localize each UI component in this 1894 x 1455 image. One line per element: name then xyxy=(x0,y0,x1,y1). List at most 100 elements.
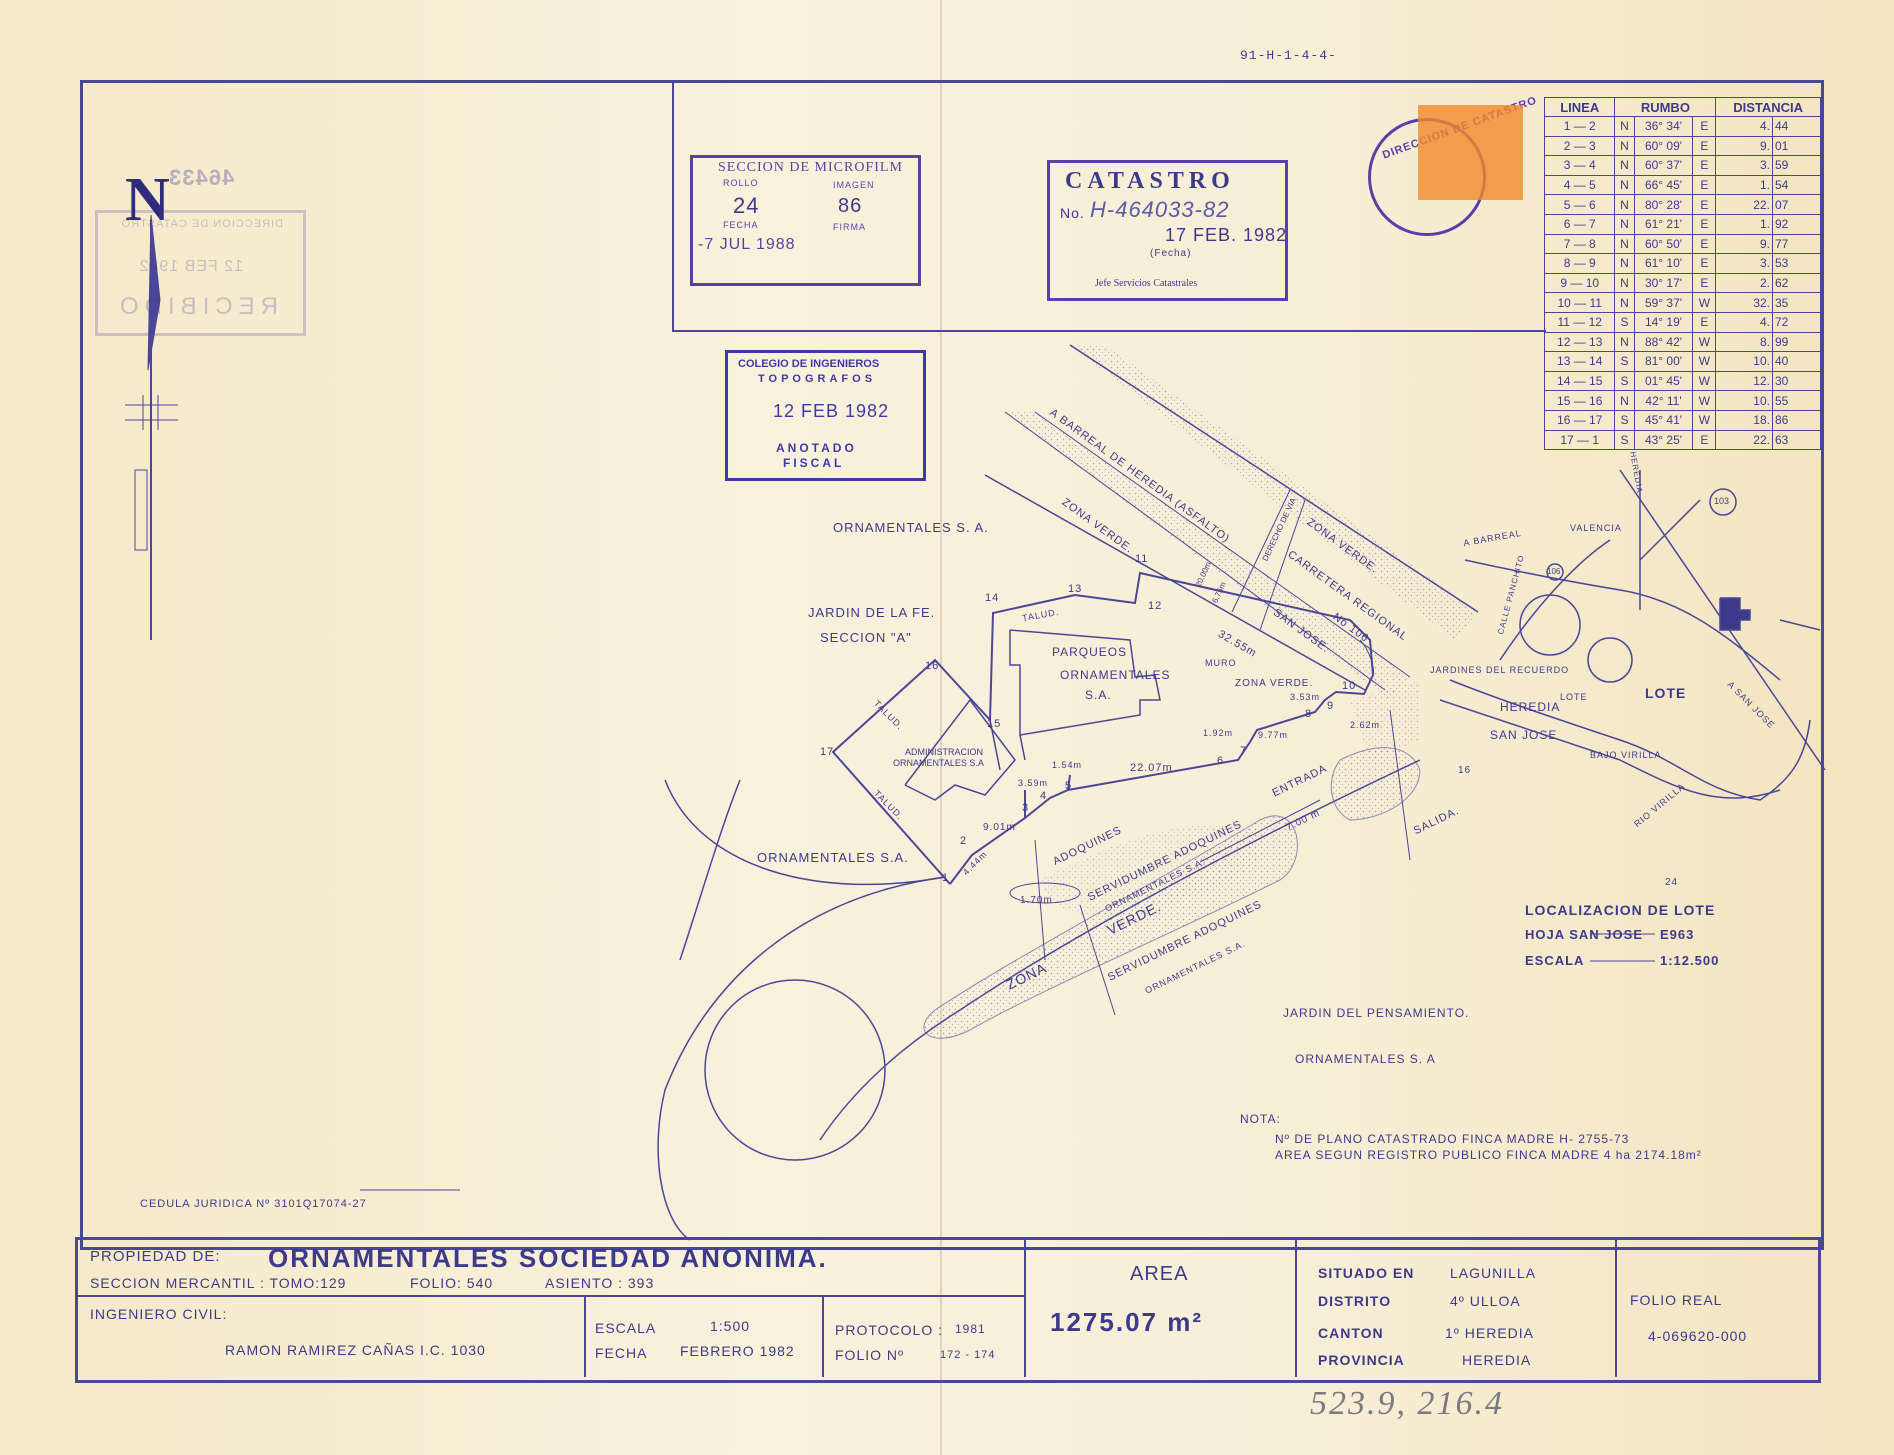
rumbo-cell: 6 — 7 xyxy=(1543,213,1616,235)
rumbo-cell: 13 — 14 xyxy=(1543,351,1616,372)
label-admin-1: ADMINISTRACION xyxy=(905,747,984,757)
green-zones xyxy=(923,680,1421,1039)
point-label: 6 xyxy=(1217,755,1225,767)
loc-route-106: 106 xyxy=(1547,567,1561,576)
point-label: 16 xyxy=(925,660,940,672)
nota-line2: AREA SEGUN REGISTRO PUBLICO FINCA MADRE … xyxy=(1275,1148,1702,1162)
label-parqueos-3: S.A. xyxy=(1085,688,1112,702)
rumbo-cell: 2 — 3 xyxy=(1543,135,1616,157)
microfilm-title: SECCION DE MICROFILM xyxy=(718,160,903,175)
rumbo-cell: 16 — 17 xyxy=(1543,409,1616,431)
tb-propiedad: ORNAMENTALES SOCIEDAD ANONIMA. xyxy=(268,1243,828,1273)
colegio-line1: COLEGIO DE INGENIEROS xyxy=(738,358,880,370)
catastro-no-label: No. xyxy=(1060,205,1085,221)
microfilm-date: -7 JUL 1988 xyxy=(698,236,796,253)
rumbo-cell: 59° 37' xyxy=(1633,292,1694,313)
label-ornamentales-w: ORNAMENTALES S.A. xyxy=(757,850,909,865)
tb-divider-v1 xyxy=(1024,1240,1026,1377)
rumbo-cell: 81° 00' xyxy=(1633,351,1694,372)
access-road xyxy=(657,759,1421,1241)
point-label: 4 xyxy=(1040,790,1048,802)
label-jardin-fe: JARDIN DE LA FE. xyxy=(808,605,936,620)
tb-distrito-label: DISTRITO xyxy=(1318,1293,1392,1309)
tb-situado: LAGUNILLA xyxy=(1450,1265,1537,1281)
rumbo-cell: 61° 10' xyxy=(1633,253,1694,274)
tb-provincia-label: PROVINCIA xyxy=(1318,1352,1405,1368)
tb-area: 1275.07 m² xyxy=(1050,1307,1203,1337)
loc-num-24: 24 xyxy=(1665,877,1679,888)
rumbo-cell: 12. xyxy=(1715,370,1773,392)
stamp-area-box xyxy=(672,82,1546,332)
tb-fecha-label: FECHA xyxy=(595,1345,648,1361)
tb-folio-real: 4-069620-000 xyxy=(1648,1328,1748,1344)
location-sketch xyxy=(1439,469,1826,801)
point-label: 12 xyxy=(1148,600,1163,612)
tb-divider-v2 xyxy=(1295,1240,1297,1377)
point-label: 9 xyxy=(1327,700,1335,712)
rumbo-cell: 15 — 16 xyxy=(1543,390,1616,411)
rumbo-cell: 92 xyxy=(1771,213,1822,235)
rumbo-cell: N xyxy=(1614,253,1635,274)
nota-line1: Nº DE PLANO CATASTRADO FINCA MADRE H- 27… xyxy=(1275,1132,1630,1146)
rumbo-cell: 88° 42' xyxy=(1633,331,1694,353)
rumbo-cell: 07 xyxy=(1771,194,1822,215)
rumbo-cell: 5 — 6 xyxy=(1543,194,1616,215)
colegio-line4: FISCAL xyxy=(783,456,845,470)
orange-tax-stamp xyxy=(1418,105,1523,200)
tb-fecha: FEBRERO 1982 xyxy=(680,1343,795,1359)
tb-canton: 1º HEREDIA xyxy=(1445,1325,1535,1341)
loc-title: LOCALIZACION DE LOTE xyxy=(1525,902,1716,918)
top-reference: 91-H-1-4-4- xyxy=(1240,48,1337,63)
loc-jardines-recuerdo: JARDINES DEL RECUERDO xyxy=(1430,665,1570,675)
loc-bajo-virilla: BAJO VIRILLA xyxy=(1590,750,1662,760)
point-label: 15 xyxy=(987,718,1002,730)
rumbo-cell: 80° 28' xyxy=(1633,194,1694,215)
loc-escala: ESCALA xyxy=(1525,953,1585,968)
dim-1-92: 1.92m xyxy=(1203,728,1234,738)
rumbo-cell: 01 xyxy=(1771,135,1822,157)
rumbo-cell: S xyxy=(1614,311,1635,333)
rumbo-cell: S xyxy=(1614,429,1635,451)
tb-ingeniero-label: INGENIERO CIVIL: xyxy=(90,1306,228,1322)
tb-area-label: AREA xyxy=(1130,1263,1189,1285)
imagen-label: IMAGEN xyxy=(833,180,875,190)
tb-folio-real-label: FOLIO REAL xyxy=(1630,1292,1723,1308)
stamp-colegio: COLEGIO DE INGENIEROS TOPOGRAFOS 12 FEB … xyxy=(725,350,926,481)
rumbo-cell: 61° 21' xyxy=(1633,213,1694,235)
rumbo-cell: 30° 17' xyxy=(1633,272,1694,294)
tb-ingeniero: RAMON RAMIREZ CAÑAS I.C. 1030 xyxy=(225,1342,486,1358)
tb-distrito: 4º ULLOA xyxy=(1450,1293,1521,1309)
rollo-value: 24 xyxy=(733,193,760,218)
rumbo-cell: 60° 09' xyxy=(1633,135,1694,157)
rumbo-cell: 63 xyxy=(1771,429,1822,451)
point-label: 5 xyxy=(1065,780,1073,792)
recibido-line2: RECIBIDO xyxy=(113,293,278,320)
loc-escala-val: 1:12.500 xyxy=(1660,953,1720,968)
dim-2-62: 2.62m xyxy=(1350,720,1381,730)
dim-9-01: 9.01m xyxy=(983,822,1016,833)
loc-hoja-val: E963 xyxy=(1660,927,1695,942)
rumbo-cell: 53 xyxy=(1771,253,1822,274)
tb-folio-n-label: FOLIO Nº xyxy=(835,1347,905,1363)
colegio-date: 12 FEB 1982 xyxy=(773,401,890,421)
loc-san-jose: SAN JOSE xyxy=(1490,728,1558,742)
lot-boundary xyxy=(831,571,1375,885)
rollo-label: ROLLO xyxy=(723,178,759,188)
rumbo-cell: 14° 19' xyxy=(1633,311,1694,333)
north-arrow xyxy=(125,214,178,640)
point-label: 2 xyxy=(960,835,968,847)
tb-provincia: HEREDIA xyxy=(1462,1352,1532,1368)
cedula-juridica: CEDULA JURIDICA Nº 3101Q17074-27 xyxy=(140,1198,367,1210)
rumbo-cell: 54 xyxy=(1771,174,1822,196)
loc-lote: LOTE xyxy=(1645,685,1687,701)
rumbo-cell: 7 — 8 xyxy=(1543,233,1616,255)
tb-canton-label: CANTON xyxy=(1318,1325,1384,1341)
rumbo-cell: 8 — 9 xyxy=(1543,253,1616,274)
main-frame xyxy=(80,80,1824,1250)
tb-escala: 1:500 xyxy=(710,1318,751,1334)
